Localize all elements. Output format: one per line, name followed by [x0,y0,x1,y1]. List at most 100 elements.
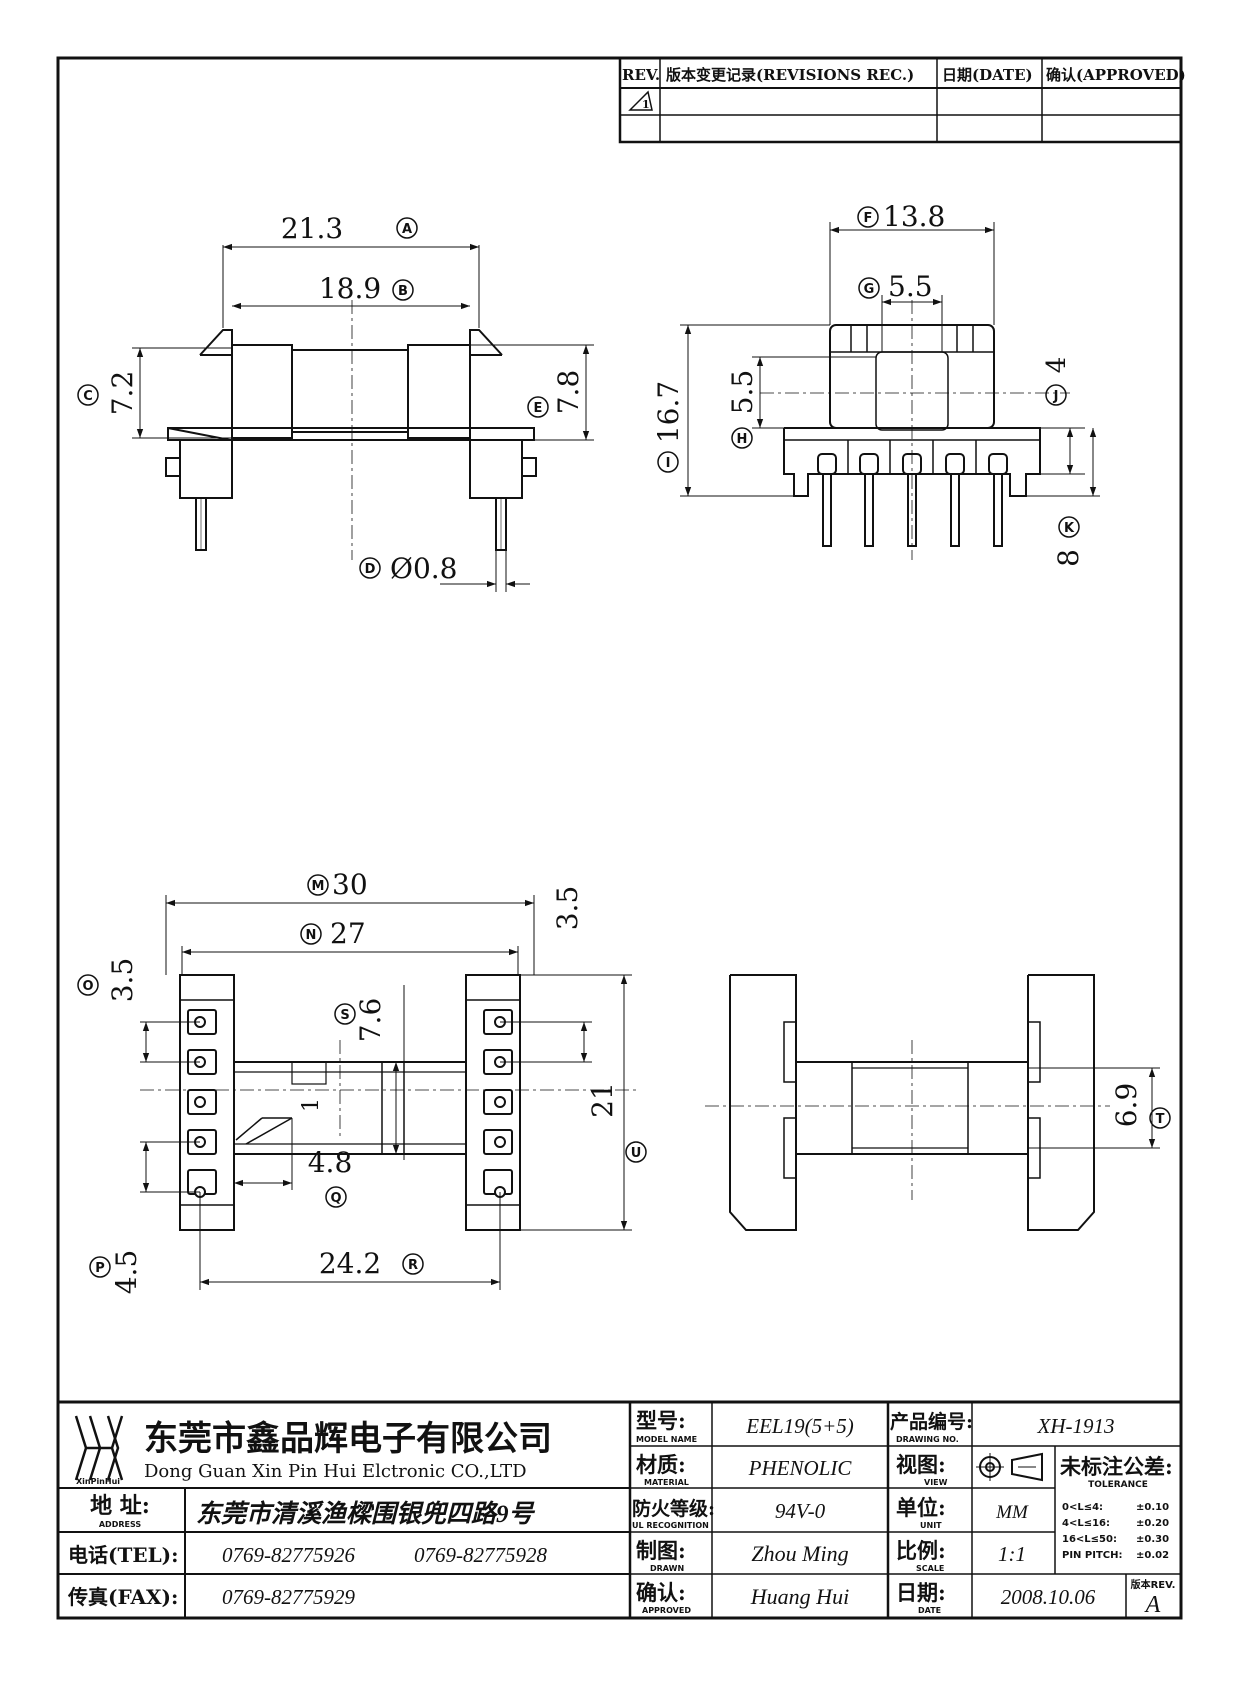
dim-e-value: 7.8 [552,370,585,415]
address-label-en: ADDRESS [99,1520,142,1529]
dim-j-value: 4 [1042,357,1072,374]
tolerance-value-4: ±0.02 [1136,1550,1169,1561]
dim-n-tag-circle [300,923,322,945]
tolerance-range-4: PIN PITCH: [1062,1550,1122,1561]
dim-e-tag: E [534,401,543,416]
dim-q-value: 4.8 [308,1146,353,1179]
company-name-en: Dong Guan Xin Pin Hui Elctronic CO.,LTD [144,1461,527,1482]
dim-g-tag-circle [858,277,880,299]
dim-k-tag-circle [1058,516,1080,538]
top-view [705,974,1110,1231]
address-label: 地 址: [90,1493,150,1519]
drawing-no-value: XH-1913 [1037,1414,1115,1438]
view-label: 视图: [896,1452,946,1477]
scale-label-en: SCALE [916,1564,944,1573]
front-view [165,300,537,560]
dim-u-tag: U [631,1146,642,1161]
projection-symbol-icon [976,1452,1043,1482]
date-value: 2008.10.06 [1001,1585,1096,1609]
dim-h-tag: H [737,432,748,447]
material-label-en: MATERIAL [644,1478,689,1487]
dim-c-value: 7.2 [106,371,139,416]
scale-label: 比例: [896,1538,946,1563]
dim-i-value: 16.7 [652,381,685,443]
tolerance-range-3: 16<L≤50: [1062,1534,1117,1545]
dim-n-value: 27 [330,917,366,950]
tolerance-range-1: 0<L≤4: [1062,1502,1103,1513]
dim-a-tag-circle [396,217,418,239]
rev-value: A [1144,1592,1161,1618]
tel-value-2: 0769-82775928 [414,1543,547,1567]
dim-o-tag-circle [77,974,99,996]
approved-label: 确认: [636,1580,686,1605]
drawing-no-label: 产品编号: [890,1410,973,1433]
drawing-no-label-en: DRAWING NO. [896,1435,959,1444]
dim-s-tag-circle [334,1003,356,1025]
dim-p-value: 4.5 [110,1250,143,1295]
dim-d-tag-circle [359,557,381,579]
dim-e-tag-circle [527,396,549,418]
dim-m-value: 30 [332,868,368,901]
tolerance-value-2: ±0.20 [1136,1518,1169,1529]
unit-label: 单位: [896,1495,946,1520]
tolerance-value-1: ±0.10 [1136,1502,1169,1513]
dim-c-tag-circle [77,384,99,406]
title-block-grid [56,1400,1183,1620]
dim-o-value: 3.5 [106,958,139,1003]
unit-label-en: UNIT [920,1521,942,1530]
model-label-en: MODEL NAME [636,1435,697,1444]
date-label: 日期: [896,1580,946,1605]
dim-m-tag: M [312,879,325,894]
material-label: 材质: [636,1452,686,1477]
dim-top-right-value: 3.5 [551,886,584,931]
fax-value: 0769-82775929 [222,1585,355,1609]
dim-o-tag: O [82,979,93,994]
dim-k-value: 8 [1052,549,1085,567]
dim-h-tag-circle [731,427,753,449]
tolerance-label: 未标注公差: [1060,1454,1173,1479]
dim-s-value: 7.6 [354,998,387,1043]
dim-i-tag-circle [657,451,679,473]
rev-header: REV. [622,66,660,84]
dim-r-value: 24.2 [319,1247,381,1280]
logo-text: XinPinHui [76,1477,120,1486]
dim-m-tag-circle [307,874,329,896]
dim-p-tag-circle [89,1256,111,1278]
drawn-label-en: DRAWN [650,1564,684,1573]
dim-f-value: 13.8 [883,200,945,233]
tolerance-value-3: ±0.30 [1136,1534,1169,1545]
dim-f-tag: F [864,211,873,226]
company-name-cn: 东莞市鑫品辉电子有限公司 [144,1419,552,1459]
side-view [760,300,1070,560]
unit-value: MM [995,1502,1029,1523]
tolerance-label-en: TOLERANCE [1088,1480,1148,1490]
dim-r-tag-circle [402,1253,424,1275]
dim-a-value: 21.3 [281,212,343,245]
revision-record-header: 版本变更记录(REVISIONS REC.) [666,66,914,84]
material-value: PHENOLIC [748,1456,853,1480]
dim-h-value: 5.5 [726,370,759,415]
dim-t-tag: T [1156,1112,1165,1127]
tel-value-1: 0769-82775926 [222,1543,355,1567]
drawn-label: 制图: [636,1538,686,1563]
dim-j-tag: J [1053,389,1059,404]
dim-q-tag: Q [330,1191,341,1206]
top-view-dimension-lines [1028,1067,1160,1149]
bottom-view [140,974,640,1231]
revision-table [618,56,1183,144]
dim-n-tag: N [306,928,317,943]
dim-u-tag-circle [625,1141,647,1163]
revision-symbol: 1 [642,98,650,111]
model-label: 型号: [636,1408,686,1433]
company-logo [74,1415,124,1481]
approved-label-en: APPROVED [642,1606,691,1615]
tolerance-range-2: 4<L≤16: [1062,1518,1110,1529]
flame-value: 94V-0 [775,1499,826,1523]
model-value: EEL19(5+5) [745,1414,854,1438]
scale-value: 1:1 [998,1542,1026,1566]
dim-a-tag: A [402,222,412,237]
dim-c-tag: C [83,389,93,404]
view-label-en: VIEW [924,1478,948,1487]
rev-label: 版本REV. [1131,1578,1176,1591]
dim-r-tag: R [408,1258,418,1273]
